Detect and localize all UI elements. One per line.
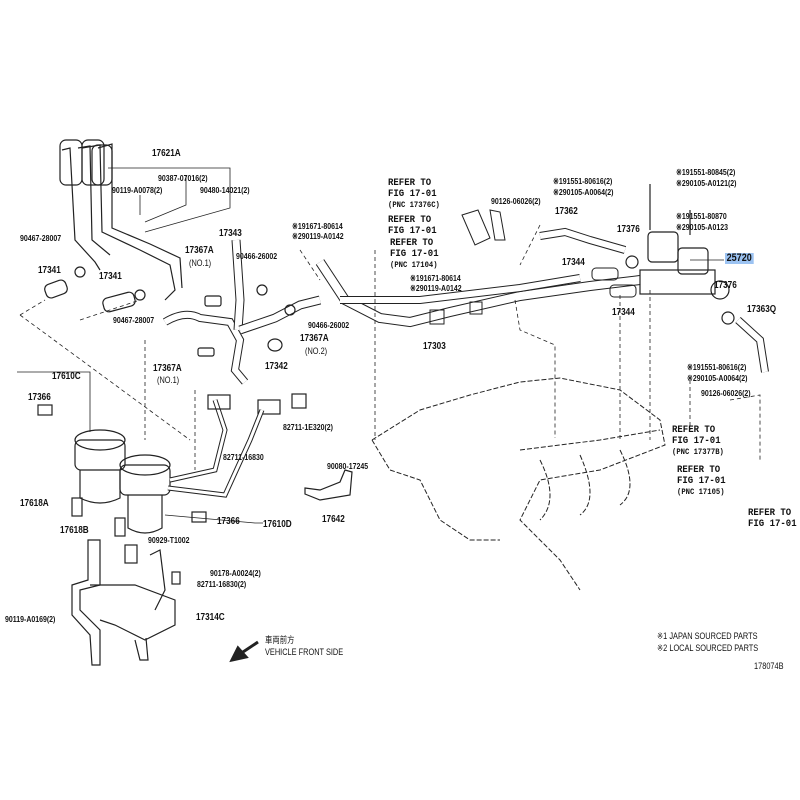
refer-line2: FIG 17-01 — [677, 476, 726, 487]
refer-line2: FIG 17-01 — [748, 519, 797, 530]
part-label[interactable]: ※290105-A0123 — [676, 222, 728, 232]
part-label[interactable]: 82711-1E320(2) — [283, 422, 333, 432]
part-label[interactable]: 90080-17245 — [327, 461, 369, 471]
part-label[interactable]: 90126-06026(2) — [491, 196, 541, 206]
part-label-highlighted[interactable]: 25720 — [725, 252, 754, 264]
part-label[interactable]: ※191671-80614 — [410, 273, 461, 283]
refer-line2: FIG 17-01 — [390, 249, 439, 260]
part-label[interactable]: 90178-A0024(2) — [210, 568, 261, 578]
part-label[interactable]: 90480-14021(2) — [200, 185, 250, 195]
refer-pnc: (PNC 17377B) — [672, 448, 724, 457]
refer-to-note[interactable]: REFER TO FIG 17-01 (PNC 17104) — [390, 238, 439, 271]
refer-line2: FIG 17-01 — [672, 436, 721, 447]
refer-to-note[interactable]: REFER TO FIG 17-01 (PNC 17105) — [677, 465, 726, 498]
part-label[interactable]: 90466-26002 — [236, 251, 278, 261]
air-switching-valve — [625, 184, 769, 373]
part-label[interactable]: ※191551-80616(2) — [687, 362, 747, 372]
vehicle-front-en: VEHICLE FRONT SIDE — [265, 647, 344, 657]
part-label[interactable]: 90387-07016(2) — [158, 173, 208, 183]
part-note: (NO.2) — [305, 346, 328, 356]
part-label[interactable]: 17642 — [322, 514, 345, 525]
refer-to-note[interactable]: REFER TO FIG 17-01 — [748, 508, 797, 530]
exhaust-pipes — [59, 139, 183, 301]
refer-line1: REFER TO — [388, 215, 432, 226]
part-label[interactable]: ※290105-A0064(2) — [687, 373, 748, 383]
refer-to-note[interactable]: REFER TO FIG 17-01 — [388, 215, 437, 237]
main-pipe — [315, 209, 641, 328]
part-label[interactable]: 17366 — [217, 516, 240, 527]
part-note: (NO.1) — [189, 258, 212, 268]
hoses — [44, 239, 322, 385]
part-label[interactable]: 82711-16830 — [223, 452, 264, 462]
part-label[interactable]: 17376 — [714, 280, 737, 291]
refer-to-note[interactable]: REFER TO FIG 17-01 (PNC 17377B) — [672, 425, 724, 458]
refer-line2: FIG 17-01 — [388, 226, 437, 237]
part-label[interactable]: 17362 — [555, 206, 578, 217]
part-label[interactable]: 90126-06026(2) — [701, 388, 751, 398]
part-label[interactable]: 17341 — [38, 265, 61, 276]
part-label[interactable]: 82711-16830(2) — [197, 579, 247, 589]
part-label[interactable]: ※191671-80614 — [292, 221, 343, 231]
refer-line1: REFER TO — [390, 238, 434, 249]
part-label[interactable]: 17367A — [300, 333, 329, 344]
air-pumps — [37, 393, 307, 537]
part-label[interactable]: 90119-A0078(2) — [112, 185, 163, 195]
refer-line1: REFER TO — [388, 178, 432, 189]
part-label[interactable]: 17610D — [263, 519, 292, 530]
part-label[interactable]: 17610C — [52, 371, 81, 382]
refer-pnc: (PNC 17105) — [677, 488, 725, 497]
part-label[interactable]: 17363Q — [747, 304, 777, 315]
part-label[interactable]: ※191551-80616(2) — [553, 176, 613, 186]
part-label[interactable]: 17303 — [423, 341, 446, 352]
part-label[interactable]: ※191551-80870 — [676, 211, 727, 221]
refer-line1: REFER TO — [672, 425, 716, 436]
part-label[interactable]: 17367A — [153, 363, 182, 374]
refer-line1: REFER TO — [748, 508, 792, 519]
part-label[interactable]: 17618B — [60, 525, 89, 536]
part-label[interactable]: 17344 — [612, 307, 635, 318]
part-label[interactable]: 90466-26002 — [308, 320, 350, 330]
legend-japan-sourced: ※1 JAPAN SOURCED PARTS — [657, 631, 758, 641]
refer-line1: REFER TO — [677, 465, 721, 476]
part-label[interactable]: 17343 — [219, 228, 242, 239]
vehicle-front-jp: 車両前方 — [265, 635, 295, 645]
part-label[interactable]: ※290105-A0121(2) — [676, 178, 737, 188]
part-label[interactable]: ※191551-80845(2) — [676, 167, 736, 177]
part-label[interactable]: 17342 — [265, 361, 288, 372]
part-label[interactable]: 90467-28007 — [113, 315, 155, 325]
part-label[interactable]: 17618A — [20, 498, 49, 509]
legend-local-sourced: ※2 LOCAL SOURCED PARTS — [657, 643, 759, 653]
refer-to-note[interactable]: REFER TO FIG 17-01 (PNC 17376C) — [388, 178, 440, 211]
refer-pnc: (PNC 17376C) — [388, 201, 440, 210]
part-label[interactable]: ※290119-A0142 — [292, 231, 344, 241]
part-label[interactable]: 17344 — [562, 257, 585, 268]
part-label[interactable]: ※290119-A0142 — [410, 283, 462, 293]
part-label[interactable]: 17366 — [28, 392, 51, 403]
engine-outline — [371, 377, 666, 591]
part-label[interactable]: 90929-T1002 — [148, 535, 190, 545]
part-note: (NO.1) — [157, 375, 180, 385]
part-label[interactable]: 90467-28007 — [20, 233, 62, 243]
refer-pnc: (PNC 17104) — [390, 261, 438, 270]
mounting-bracket — [71, 469, 353, 666]
part-label[interactable]: 17341 — [99, 271, 122, 282]
diagram-id: 178074B — [754, 661, 784, 671]
leader-lines — [17, 167, 761, 524]
vehicle-front-arrow-icon — [229, 640, 259, 663]
part-label[interactable]: 90119-A0169(2) — [5, 614, 56, 624]
part-label[interactable]: 17376 — [617, 224, 640, 235]
part-label[interactable]: 17367A — [185, 245, 214, 256]
refer-line2: FIG 17-01 — [388, 189, 437, 200]
part-label[interactable]: ※290105-A0064(2) — [553, 187, 614, 197]
part-label[interactable]: 17621A — [152, 148, 181, 159]
part-label[interactable]: 17314C — [196, 612, 225, 623]
